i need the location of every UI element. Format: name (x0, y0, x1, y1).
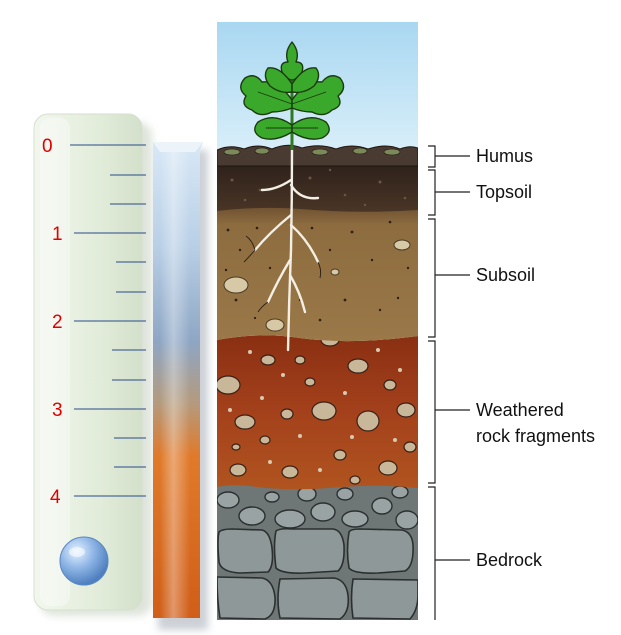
label-weathered-line2: rock fragments (476, 426, 595, 446)
bedrock-bracket (428, 486, 470, 620)
scale-number-4: 4 (50, 487, 61, 508)
scale-panel (33, 113, 143, 611)
label-subsoil: Subsoil (476, 265, 535, 285)
topsoil-bracket (428, 169, 470, 216)
plant (240, 41, 345, 150)
soil-profile (217, 22, 418, 620)
humus-layer (217, 144, 418, 167)
scale-number-2: 2 (52, 312, 63, 333)
depth-scale: 0 1 2 3 4 (33, 113, 152, 616)
label-weathered-line1: Weathered (476, 400, 564, 420)
label-bedrock: Bedrock (476, 550, 543, 570)
scale-number-1: 1 (52, 224, 63, 245)
subsoil-bracket (428, 218, 470, 338)
scale-number-0: 0 (42, 136, 53, 157)
scale-bulb-icon (59, 536, 109, 586)
label-topsoil: Topsoil (476, 182, 532, 202)
topsoil-layer (217, 160, 418, 212)
humus-bracket (428, 145, 470, 168)
scale-number-3: 3 (52, 400, 63, 421)
weathered-bracket (428, 340, 470, 484)
label-humus: Humus (476, 146, 533, 166)
layer-labels: Humus Topsoil Subsoil Weathered rock fra… (428, 145, 595, 620)
plant-roots (253, 148, 320, 352)
subsoil-layer (217, 205, 418, 342)
color-gradient-tube (153, 142, 208, 630)
